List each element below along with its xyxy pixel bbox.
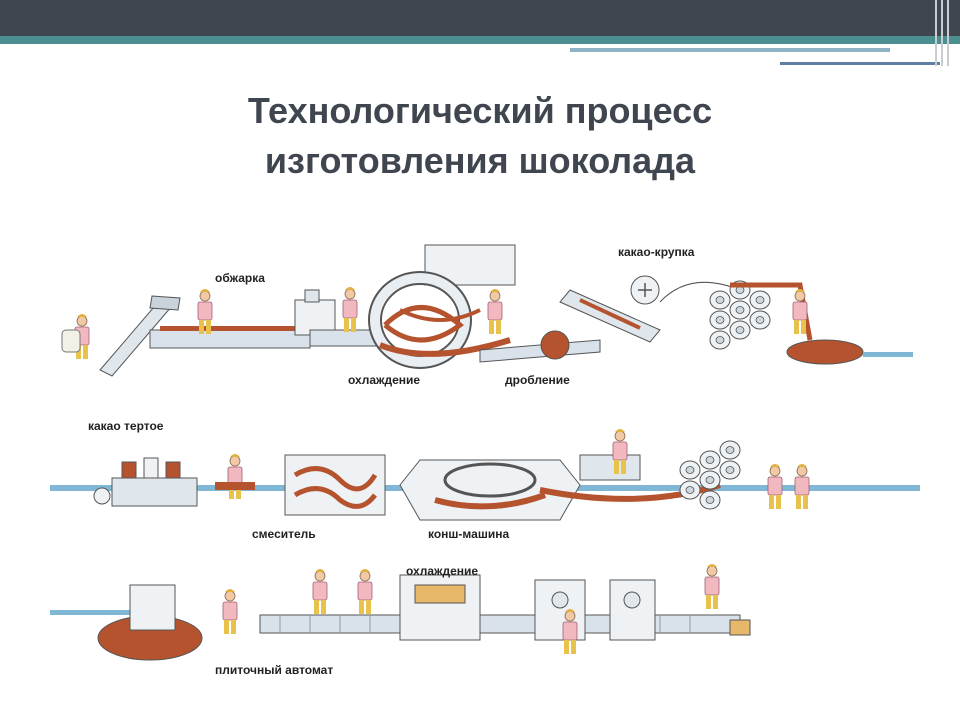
corner-decoration [935,0,949,66]
roasting-conveyor [149,329,311,349]
title-line-1: Технологический процесс [247,90,713,131]
header-bar [0,0,960,36]
roller-mill-2 [679,440,741,510]
teal-stripe [0,36,960,44]
worker-icon [227,453,243,500]
accent-stripe [570,48,890,52]
row-3-cooling-molding: охлаждение плиточный автомат [50,563,751,677]
roaster [294,299,336,336]
roller-mill [709,280,813,350]
molding-conveyor [259,614,741,634]
label-cocoa-nibs: какао-крупка [618,245,695,259]
label-molding: плиточный автомат [215,663,333,677]
row-2-mixing-conching: какао тертое смеситель конш-машина [50,419,920,541]
title-line-2: изготовления шоколада [264,140,696,181]
worker-icon [792,288,808,335]
gauge-icon [93,487,111,505]
slide-title: Технологический процесс изготовления шок… [0,86,960,186]
worker-icon [357,568,373,615]
wrapping-machine-2 [609,579,656,641]
wrapping-machine [534,579,586,641]
label-cocoa-liquor: какао тертое [88,419,164,433]
label-roasting: обжарка [215,271,265,285]
box-icon [729,619,751,636]
pipe [50,610,160,615]
worker-icon [487,288,503,335]
label-cooling-2: охлаждение [406,564,478,578]
sack-icon [61,329,81,353]
chocolate-process-diagram: обжарка охлаждение дробление какао-крупк… [50,244,920,677]
worker-icon [704,563,720,610]
worker-icon [342,286,358,333]
label-conche: конш-машина [428,527,509,541]
row-1-roasting-crushing: обжарка охлаждение дробление какао-крупк… [61,244,913,387]
cocoa-liquor-tank [111,477,198,507]
cocoa-bowl [786,339,864,365]
label-cooling-1: охлаждение [348,373,420,387]
worker-icon [562,608,578,655]
worker-icon [222,588,238,635]
worker-icon [794,463,810,510]
label-mixer: смеситель [252,527,316,541]
worker-icon [767,463,783,510]
label-crushing: дробление [505,373,570,387]
worker-icon [312,568,328,615]
accent-stripe-thin [780,62,940,65]
crusher-wheel [540,330,570,360]
